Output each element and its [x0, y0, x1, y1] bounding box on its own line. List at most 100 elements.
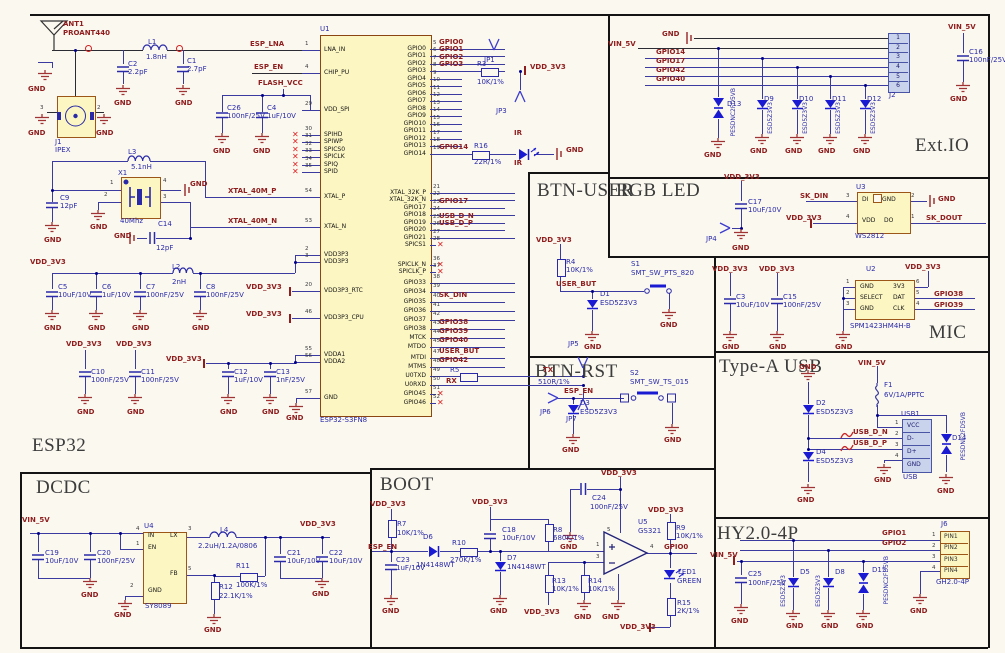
net-label: GND [856, 622, 874, 630]
pin-number: 27 [433, 228, 440, 235]
ref-label: J1 [55, 138, 62, 146]
pin-name: U0RXD [404, 380, 426, 388]
wire [583, 367, 585, 376]
wire [583, 388, 585, 398]
pin-number: 51 [433, 384, 440, 391]
wire [228, 363, 230, 369]
pin-name: MTDI [410, 353, 426, 361]
net-label: VDD_3V3 [601, 469, 637, 477]
pin-number: 32 [305, 140, 312, 147]
net-label: GND [818, 147, 836, 155]
connector-cell-divider [888, 81, 908, 83]
wire [120, 549, 143, 551]
net-label: USER_BUT [439, 347, 480, 355]
net-label: GND [28, 129, 46, 137]
wire [295, 255, 297, 273]
wire [476, 376, 583, 378]
wire [222, 117, 224, 133]
no-connect-x-icon: ✕ [292, 167, 299, 176]
connector-cell: 4 [896, 62, 900, 70]
wire [843, 287, 855, 289]
ref-label: R14 [588, 577, 602, 585]
wire [430, 302, 505, 304]
ref-label-vertical: ESD5Z3V3 [802, 102, 809, 134]
wire [741, 208, 743, 228]
ref-label: R4 [566, 258, 576, 266]
wire [430, 116, 462, 118]
hy-connector-j6 [940, 531, 970, 579]
wire [430, 245, 436, 247]
wire [430, 64, 505, 66]
no-connect-x-icon: ✕ [437, 398, 444, 407]
net-label: GND [28, 85, 46, 93]
pin-number: 3 [305, 252, 309, 259]
pin-number: 9 [433, 69, 437, 76]
wire [190, 227, 192, 238]
wire [430, 49, 505, 51]
ref-label: 100nF/25V [97, 557, 135, 565]
wire [440, 551, 460, 553]
connector-cell: D+ [907, 447, 917, 455]
wire [38, 533, 40, 552]
net-label: GND [704, 151, 722, 159]
wire [430, 320, 515, 322]
net-label: GND [190, 180, 208, 188]
wire [214, 598, 216, 614]
junction-dot [590, 289, 594, 293]
net-label: GND [950, 95, 968, 103]
net-label: GND [786, 622, 804, 630]
section-border [608, 256, 988, 258]
test-point-ring [176, 45, 183, 52]
pin-number: 36 [433, 255, 440, 262]
wire [730, 303, 732, 331]
power-tap-tick [203, 359, 205, 368]
ref-label: 100nF/25V [783, 301, 821, 309]
ref-label: ESD5Z3V3 [816, 408, 854, 416]
wire [920, 571, 922, 594]
net-label: ESP_LNA [250, 40, 285, 48]
resistor-symbol [240, 572, 258, 582]
wire [265, 537, 267, 576]
net-label: GPIO1 [882, 529, 907, 537]
junction-dot [94, 271, 98, 275]
wire [430, 56, 505, 58]
wire [670, 614, 672, 627]
ref-label: 12pF [156, 244, 174, 252]
wire [206, 363, 295, 365]
ref-label: D14 [952, 434, 967, 442]
section-title: Type-A USB [719, 356, 823, 377]
net-label: GND [88, 324, 106, 332]
wire [75, 50, 143, 52]
wire [256, 576, 265, 578]
net-label: GND [731, 617, 749, 625]
wire [828, 588, 830, 610]
wire [740, 550, 940, 552]
net-label: GPIO1 [439, 45, 464, 53]
ref-label: 2nH [172, 278, 187, 286]
net-label: VDD_3V3 [116, 340, 152, 348]
no-connect-x-icon: ✕ [292, 130, 299, 139]
connector-cell-divider [888, 71, 908, 73]
pin-number: 1 [136, 541, 140, 547]
pin-number: 16 [433, 121, 440, 128]
wire [96, 273, 98, 289]
net-label: GND [382, 607, 400, 615]
junction-dot [618, 487, 622, 491]
pin-name: MTMS [408, 362, 426, 370]
pin-number: 1 [895, 420, 899, 426]
pin-number: 3 [846, 193, 850, 199]
net-label: VDD_3V3 [648, 506, 684, 514]
wire [302, 135, 320, 137]
pin-name: VDD3P3 [324, 257, 349, 265]
net-label: IR [514, 159, 522, 167]
connector-cell: VCC [907, 421, 920, 429]
net-label: GND [44, 236, 62, 244]
connector-cell: 2 [896, 43, 900, 51]
ref-label: L4 [220, 526, 229, 534]
section-border [20, 472, 370, 474]
wire [38, 578, 90, 580]
ref-label: JP6 [540, 408, 551, 416]
pin-number: 4 [136, 526, 140, 532]
ref-label: 510R/1% [538, 378, 570, 386]
resistor-symbol [556, 259, 566, 277]
